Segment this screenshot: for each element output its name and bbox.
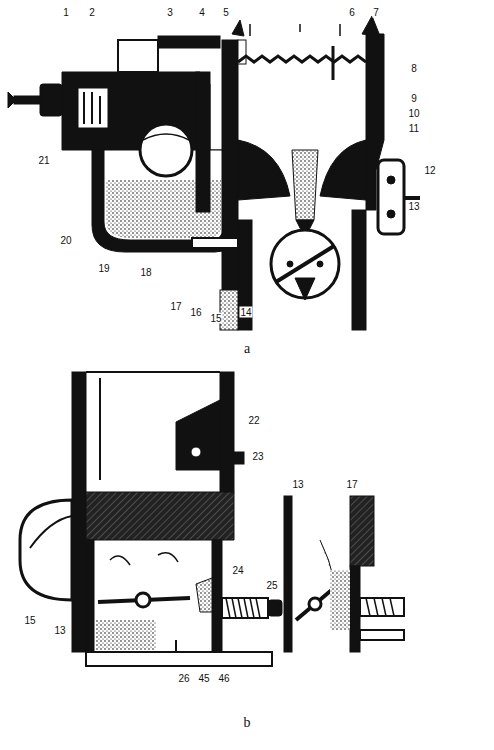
callout-number: 26: [177, 673, 190, 684]
callout-number: 9: [410, 93, 418, 104]
callout-number: 21: [37, 155, 50, 166]
part-b: [20, 372, 404, 666]
callout-number: 20: [59, 235, 72, 246]
part-a: [8, 16, 420, 330]
callout-number: 11: [408, 123, 420, 134]
callout-number: 45: [197, 673, 210, 684]
callout-number: 13: [291, 479, 304, 490]
callout-number: 19: [97, 263, 110, 274]
callout-number: 24: [231, 565, 244, 576]
callout-number: 23: [251, 451, 264, 462]
callout-number: 6: [348, 7, 356, 18]
callout-number: 3: [166, 7, 174, 18]
callout-number: 1: [62, 7, 70, 18]
figure-letter: a: [243, 341, 251, 356]
callout-number: 25: [265, 580, 278, 591]
callout-number: 15: [209, 313, 222, 324]
callout-number: 10: [407, 108, 420, 119]
callout-number: 17: [345, 479, 358, 490]
callout-number: 14: [239, 307, 252, 318]
callout-number: 12: [423, 165, 436, 176]
callout-number: 13: [53, 625, 66, 636]
callout-number: 13: [407, 201, 420, 212]
callout-number: 17: [169, 301, 182, 312]
callout-number: 8: [410, 63, 418, 74]
callout-number: 16: [189, 307, 202, 318]
callout-number: 22: [247, 415, 260, 426]
callout-number: 5: [222, 7, 230, 18]
callout-number: 15: [23, 615, 36, 626]
callout-number: 46: [217, 673, 230, 684]
callout-number: 18: [139, 267, 152, 278]
figure-letter: b: [243, 715, 252, 730]
callout-number: 2: [88, 7, 96, 18]
callout-number: 7: [372, 7, 380, 18]
callout-number: 4: [198, 7, 206, 18]
